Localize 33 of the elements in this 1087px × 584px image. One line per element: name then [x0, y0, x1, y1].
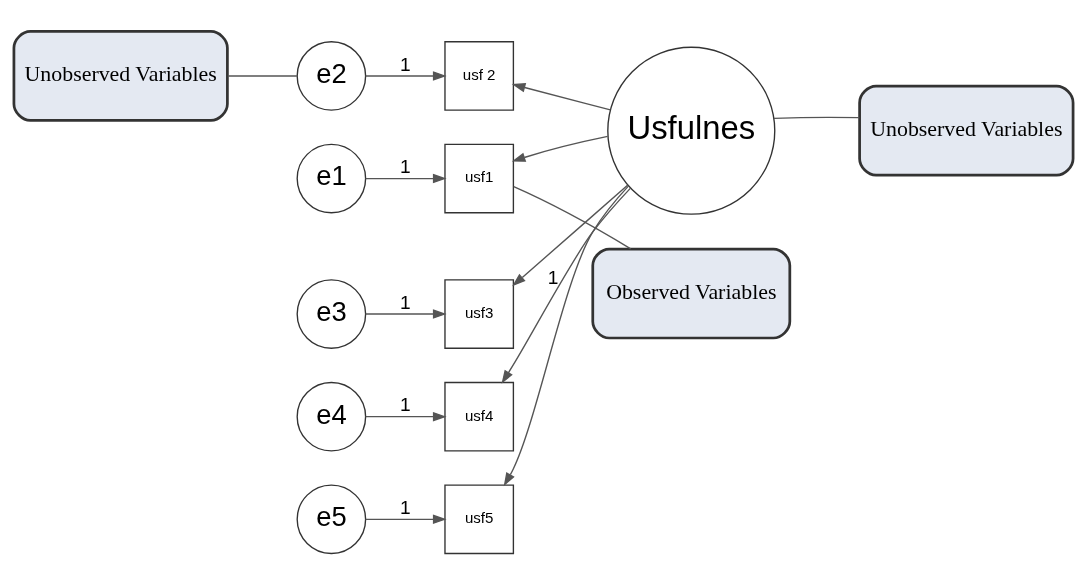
node-box: Unobserved Variables — [858, 84, 1075, 177]
edge-label: 1 — [399, 393, 411, 415]
edge-label: 1 — [399, 155, 411, 177]
node-circle: e3 — [296, 278, 367, 349]
edge-label: 1 — [399, 291, 411, 313]
connector — [227, 74, 298, 77]
arrow — [365, 70, 447, 81]
node-circle: Usfulnes — [607, 46, 776, 215]
node-box: Observed Variables — [591, 247, 792, 339]
connector — [773, 116, 860, 119]
arrow — [512, 183, 629, 286]
node-circle: e1 — [296, 143, 367, 213]
node-box: usf3 — [444, 278, 515, 349]
arrow — [365, 173, 447, 183]
arrow — [503, 184, 630, 486]
edge-label: 1 — [547, 266, 559, 288]
arrow — [365, 411, 447, 421]
arrow — [365, 308, 447, 319]
connector — [513, 185, 632, 250]
arrow — [511, 82, 612, 111]
node-box: usf 2 — [444, 40, 515, 111]
arrow — [501, 186, 632, 384]
node-box: Unobserved Variables — [12, 29, 229, 122]
node-box: usf1 — [444, 143, 515, 213]
node-circle: e5 — [296, 483, 367, 554]
edge-label: 1 — [399, 496, 411, 518]
node-box: usf4 — [444, 381, 515, 452]
node-circle: e4 — [296, 381, 367, 452]
arrow — [511, 135, 609, 162]
node-circle: e2 — [296, 40, 367, 111]
arrow — [365, 514, 447, 524]
edge-label: 1 — [399, 53, 411, 75]
node-box: usf5 — [444, 483, 515, 554]
